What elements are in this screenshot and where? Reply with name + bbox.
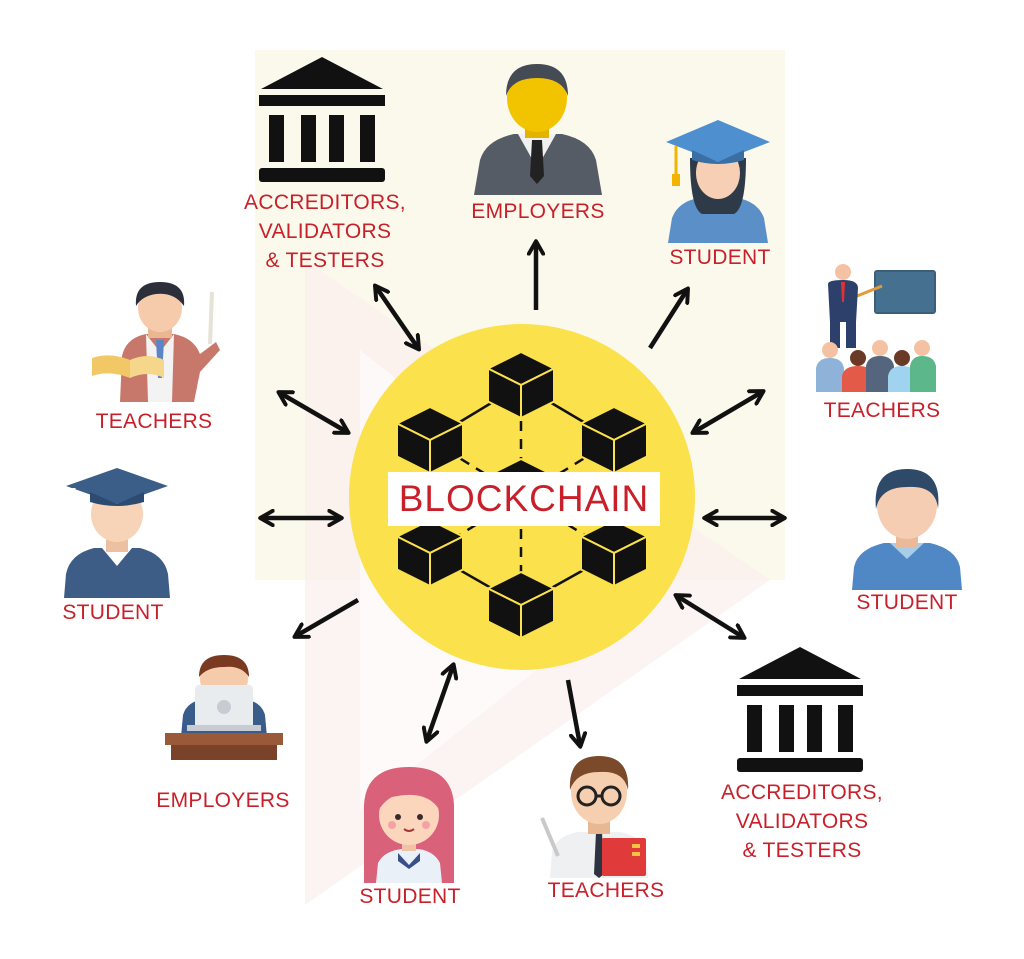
cube-block: [578, 405, 650, 475]
label-teachers-right: TEACHERS: [824, 396, 941, 425]
arrow-accreditors-bottom-right: [677, 596, 743, 637]
arrow-teachers-bottom: [565, 679, 580, 745]
cube-block: [394, 405, 466, 475]
label-teachers-top-left: TEACHERS: [96, 407, 213, 436]
teacher-with-book-icon: [540, 756, 648, 878]
connector-arrows: [262, 243, 783, 745]
label-line: EMPLOYERS: [471, 200, 605, 223]
blockchain-network-icon: [394, 350, 650, 640]
label-student-left: STUDENT: [62, 598, 163, 627]
label-line: STUDENT: [62, 601, 164, 624]
label-line: STUDENT: [359, 885, 461, 908]
employer-at-laptop-icon: [165, 655, 283, 760]
arrow-employers-bottom-left: [296, 598, 360, 636]
cube-block: [485, 570, 557, 640]
graduate-student-icon: [666, 120, 770, 243]
graduate-student-icon: [64, 468, 170, 598]
arrow-student-bottom: [427, 666, 453, 740]
label-accreditors-top: ACCREDITORS, VALIDATORS & TESTERS: [244, 188, 406, 275]
businessman-icon: [474, 64, 602, 195]
institution-building-icon: [737, 647, 863, 772]
label-line: ACCREDITORS,: [244, 191, 406, 214]
cube-block: [578, 518, 650, 588]
label-student-right: STUDENT: [856, 588, 957, 617]
institution-building-icon: [259, 57, 385, 182]
label-employers-bottom-left: EMPLOYERS: [156, 786, 289, 815]
label-accreditors-bottom-right: ACCREDITORS, VALIDATORS & TESTERS: [721, 778, 883, 865]
label-line: ACCREDITORS,: [721, 781, 883, 804]
label-line: VALIDATORS: [258, 220, 392, 243]
arrow-student-top-right: [648, 290, 687, 350]
arrow-teachers-top-left: [280, 393, 347, 432]
label-line: TEACHERS: [547, 879, 665, 902]
label-line: & TESTERS: [265, 249, 385, 272]
teacher-with-pointer-icon: [92, 282, 220, 402]
classroom-teacher-icon: [816, 264, 936, 392]
blockchain-label: BLOCKCHAIN: [388, 472, 660, 526]
label-line: STUDENT: [856, 591, 958, 614]
label-line: TEACHERS: [95, 410, 213, 433]
label-line: STUDENT: [669, 246, 771, 269]
label-line: EMPLOYERS: [156, 789, 290, 812]
student-avatar-icon: [852, 469, 962, 590]
label-student-top-right: STUDENT: [669, 243, 770, 272]
arrow-accreditors-top: [376, 287, 418, 348]
label-employers-top: EMPLOYERS: [471, 197, 604, 226]
label-line: TEACHERS: [823, 399, 941, 422]
cube-block: [485, 350, 557, 420]
label-line: VALIDATORS: [735, 810, 869, 833]
label-teachers-bottom: TEACHERS: [548, 876, 665, 905]
label-student-bottom: STUDENT: [359, 882, 460, 911]
arrow-teachers-right: [694, 392, 762, 432]
cube-block: [394, 518, 466, 588]
girl-student-icon: [364, 767, 454, 883]
label-line: & TESTERS: [742, 839, 862, 862]
